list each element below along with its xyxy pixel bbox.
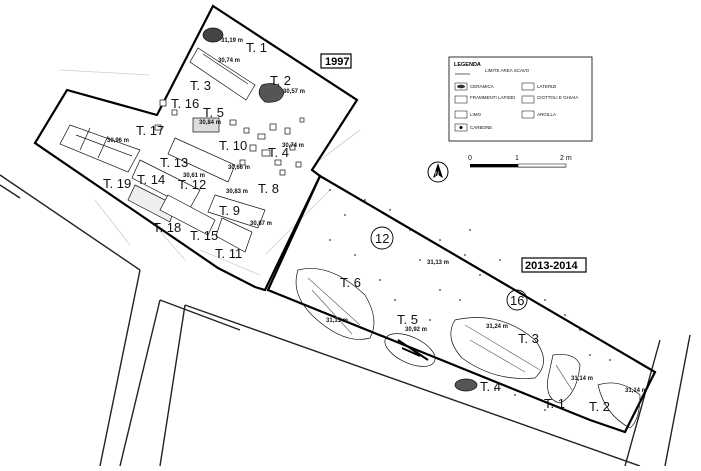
us-16-label: 16 <box>510 293 524 308</box>
elevation-label: 30,66 m <box>228 165 250 171</box>
silt-icon <box>454 110 468 119</box>
charcoal-icon-dot <box>459 126 463 129</box>
tomb-label-1997: T. 11 <box>215 246 242 261</box>
clay-icon <box>521 110 535 119</box>
elevation-label: 30,74 m <box>282 143 304 149</box>
tomb-label-2013: T. 1 <box>544 396 565 411</box>
elevation-label: 30,57 m <box>283 89 305 95</box>
tomb-5-outline <box>384 333 436 367</box>
campaign-1997-text: 1997 <box>325 56 349 68</box>
tomb-labels-1997: T. 1 T. 2 T. 3 T. 4 T. 5 T. 8 T. 9 T. 10… <box>103 40 291 261</box>
tomb-label-1997: T. 1 <box>246 40 267 55</box>
ceramic-icon-mark <box>457 84 465 89</box>
elevation-label: 31,13 m <box>427 260 449 266</box>
tomb-label-1997: T. 5 <box>203 105 224 120</box>
excavation-boundary-1997 <box>33 4 359 292</box>
campaign-label-1997: 1997 <box>320 53 352 69</box>
tomb-label-2013: T. 2 <box>589 399 610 414</box>
north-arrow-label: N <box>435 172 439 178</box>
features-1997 <box>59 27 305 253</box>
us-12-marker <box>370 226 394 250</box>
scattered-points-2013 <box>329 189 611 411</box>
elevation-label: 30,87 m <box>250 221 272 227</box>
tomb-label-1997: T. 19 <box>103 176 131 191</box>
tomb-label-1997: T. 15 <box>190 228 218 243</box>
elevation-label: 31,19 m <box>221 38 243 44</box>
elevations-2013: 31,13 m 31,15 m 30,92 m 31,24 m 31,14 m … <box>326 260 647 394</box>
tomb-label-1997: T. 14 <box>137 172 165 187</box>
elevation-label: 31,24 m <box>486 324 508 330</box>
tomb-label-1997: T. 4 <box>268 145 289 160</box>
tomb-label-2013: T. 5 <box>397 312 418 327</box>
tomb-label-1997: T. 8 <box>258 181 279 196</box>
campaign-label-2013-2014: 2013-2014 <box>521 257 587 273</box>
stone-fragment-icon <box>454 95 468 104</box>
legend-title: LEGENDA <box>454 62 481 68</box>
legend-item-label: CARBONE <box>470 125 492 130</box>
legend-item-label: ARGILLA <box>537 112 556 117</box>
features-2013 <box>295 226 641 429</box>
north-arrow-icon: N <box>427 161 449 183</box>
legend-box: LEGENDA LIMITE AREA SCAVO CERAMICA LATER… <box>448 56 593 142</box>
legend-item-label: CERAMICA <box>470 84 494 89</box>
elevation-label: 30,92 m <box>405 327 427 333</box>
elevation-label: 30,74 m <box>218 58 240 64</box>
tomb-label-1997: T. 18 <box>153 220 181 235</box>
tomb-1-outline <box>547 354 581 404</box>
tomb-label-1997: T. 12 <box>178 177 206 192</box>
elevation-label: 30,83 m <box>226 189 248 195</box>
legend-item-label: LIMO <box>470 112 482 117</box>
tomb-label-1997: T. 3 <box>190 78 211 93</box>
us-16-marker <box>506 289 528 311</box>
scale-tick-1: 1 <box>515 155 519 162</box>
scale-tick-0: 0 <box>468 155 472 162</box>
excavation-boundary-2013-2014 <box>266 174 657 434</box>
tomb-label-1997: T. 17 <box>136 123 164 138</box>
tomb-label-1997: T. 9 <box>219 203 240 218</box>
tomb-label-2013: T. 3 <box>518 331 539 346</box>
tomb-4-fill <box>454 378 478 392</box>
elevation-label: 31,14 m <box>571 376 593 382</box>
brick-icon <box>521 82 535 91</box>
pebble-icon <box>521 95 535 104</box>
tomb-label-1997: T. 13 <box>160 155 188 170</box>
legend-item-label: LATERIZI <box>537 84 556 89</box>
elevation-label: 30,96 m <box>107 138 129 144</box>
elevations-1997: 31,19 m 30,74 m 30,57 m 30,84 m 30,96 m … <box>107 38 305 227</box>
elevation-label: 30,61 m <box>183 173 205 179</box>
tomb-labels-2013: T. 1 T. 2 T. 3 T. 4 T. 5 T. 6 <box>340 275 610 414</box>
elevation-label: 31,15 m <box>326 318 348 324</box>
tomb-label-1997: T. 10 <box>219 138 247 153</box>
tomb-2-outline <box>597 382 641 429</box>
tomb-label-1997: T. 16 <box>171 96 199 111</box>
legend-item-label: FRAMMENTI LAPIDEI <box>470 95 515 100</box>
elevation-label: 31,14 m <box>625 388 647 394</box>
tomb-label-2013: T. 6 <box>340 275 361 290</box>
tomb-3-outline <box>450 317 544 379</box>
legend-item-label: CIOTTOLI E GHIAIA <box>537 95 578 100</box>
tomb-label-2013: T. 4 <box>480 379 501 394</box>
us-12-label: 12 <box>375 231 389 246</box>
tomb-label-1997: T. 2 <box>270 73 291 88</box>
tomb-6-outline <box>295 268 375 340</box>
scale-tick-2: 2 m <box>560 155 572 162</box>
elevation-label: 30,84 m <box>199 120 221 126</box>
road-lines <box>0 174 691 467</box>
scale-bar: 0 1 2 m <box>468 155 572 168</box>
campaign-2013-2014-text: 2013-2014 <box>525 260 578 272</box>
legend-item-label: LIMITE AREA SCAVO <box>485 68 530 73</box>
